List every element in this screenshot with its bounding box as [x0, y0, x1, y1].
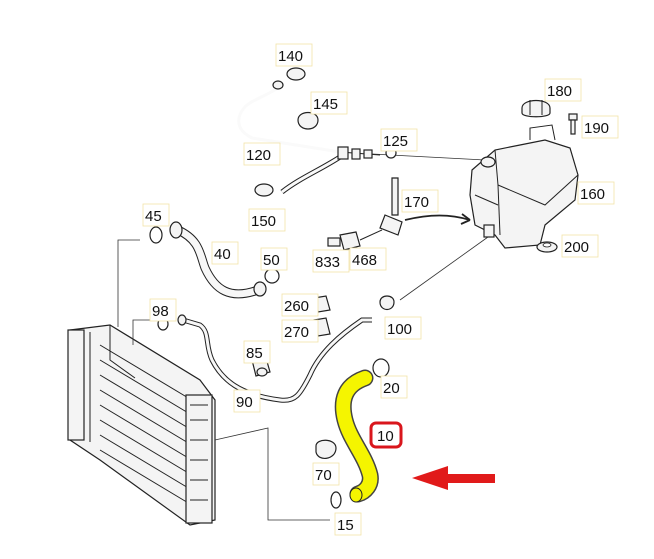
clamp-100	[379, 295, 395, 311]
sensor-833	[327, 229, 383, 251]
label-145: 145	[310, 91, 348, 115]
label-140: 140	[275, 43, 313, 67]
screw-190	[568, 113, 578, 135]
hose-10-highlighted[interactable]	[334, 369, 379, 503]
svg-text:200: 200	[564, 239, 589, 256]
svg-text:170: 170	[404, 194, 429, 211]
svg-text:100: 100	[387, 321, 412, 338]
label-200: 200	[561, 234, 599, 258]
hose-120	[237, 83, 486, 194]
svg-text:125: 125	[383, 133, 408, 150]
svg-text:50: 50	[263, 252, 280, 269]
label-10-highlighted[interactable]: 10	[369, 421, 403, 449]
label-125: 125	[380, 128, 418, 152]
expansion-tank-160	[399, 124, 579, 301]
label-15: 15	[334, 512, 362, 536]
svg-text:150: 150	[251, 213, 276, 230]
svg-text:270: 270	[284, 324, 309, 341]
clamp-140	[272, 67, 306, 90]
svg-text:833: 833	[315, 254, 340, 271]
svg-text:45: 45	[145, 208, 162, 225]
label-468: 468	[349, 247, 387, 271]
hose-40	[169, 221, 267, 299]
label-20: 20	[380, 375, 408, 399]
svg-text:145: 145	[313, 96, 338, 113]
svg-text:468: 468	[352, 252, 377, 269]
label-150: 150	[248, 208, 286, 232]
svg-text:10: 10	[377, 428, 394, 445]
label-90: 90	[233, 389, 261, 413]
label-98: 98	[149, 298, 177, 322]
label-833: 833	[312, 249, 350, 273]
label-180: 180	[544, 78, 582, 102]
label-260: 260	[281, 293, 319, 317]
radiator	[67, 239, 330, 526]
svg-text:120: 120	[246, 147, 271, 164]
label-270: 270	[281, 319, 319, 343]
label-170: 170	[401, 189, 439, 213]
bracket-170	[379, 177, 471, 236]
gasket-20	[372, 358, 390, 378]
clamp-145	[297, 111, 319, 130]
label-190: 190	[581, 115, 619, 139]
svg-text:90: 90	[236, 394, 253, 411]
gasket-45	[149, 226, 163, 244]
svg-text:98: 98	[152, 303, 169, 320]
red-arrow-icon	[412, 466, 495, 490]
label-160: 160	[577, 181, 615, 205]
label-50: 50	[260, 247, 288, 271]
label-45: 45	[142, 203, 170, 227]
label-85: 85	[243, 340, 271, 364]
label-120: 120	[243, 142, 281, 166]
svg-text:85: 85	[246, 345, 263, 362]
svg-text:190: 190	[584, 120, 609, 137]
label-100: 100	[384, 316, 422, 340]
svg-text:70: 70	[315, 467, 332, 484]
svg-text:160: 160	[580, 186, 605, 203]
svg-text:40: 40	[214, 246, 231, 263]
label-70: 70	[312, 462, 340, 486]
svg-text:15: 15	[337, 517, 354, 534]
clamp-70	[315, 439, 337, 459]
clamp-150	[254, 183, 274, 197]
cap-180	[521, 99, 551, 118]
gasket-50	[264, 268, 280, 284]
svg-text:20: 20	[383, 380, 400, 397]
grommet-200	[536, 241, 558, 253]
label-40: 40	[211, 241, 239, 265]
gasket-15	[330, 491, 342, 509]
svg-text:140: 140	[278, 48, 303, 65]
svg-text:180: 180	[547, 83, 572, 100]
svg-text:260: 260	[284, 298, 309, 315]
pipe-90	[177, 314, 372, 403]
